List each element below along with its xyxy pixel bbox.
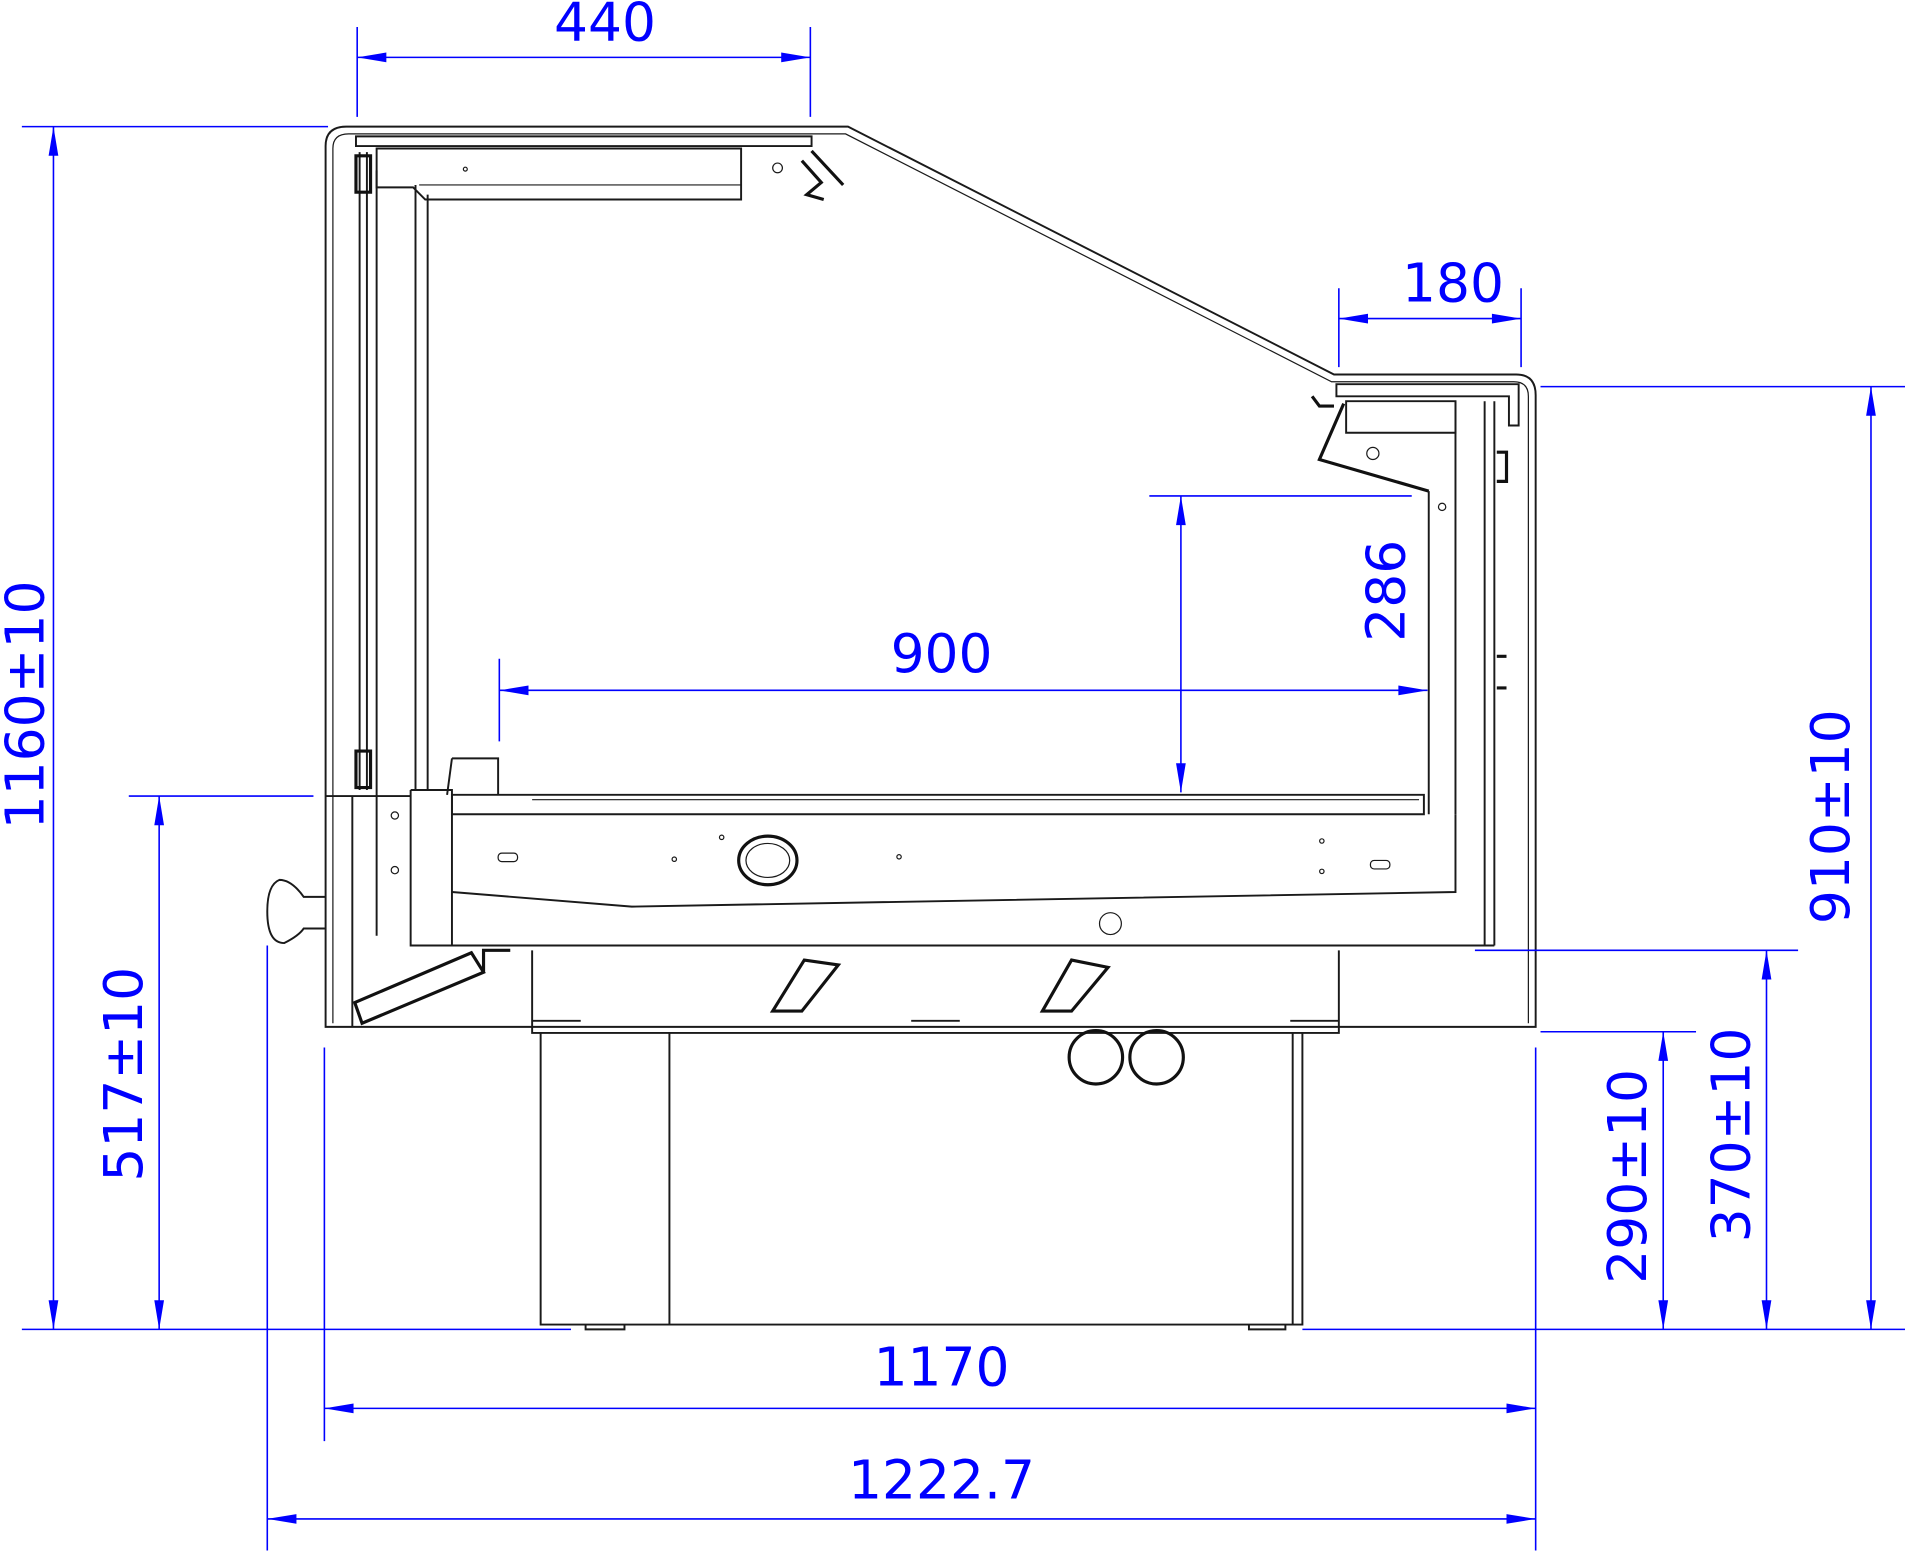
dim-inner-height: 286 <box>1354 540 1417 642</box>
dim-base-top-height: 370±10 <box>1699 1028 1762 1243</box>
dim-total-depth: 1222.7 <box>848 1448 1035 1511</box>
dim-shelf-depth: 900 <box>891 622 993 685</box>
dim-body-depth: 1170 <box>874 1335 1010 1398</box>
dimension-labels: 440 180 286 900 1160±10 517±10 910±10 37… <box>0 0 1862 1511</box>
dim-front-counter-height: 517±10 <box>92 967 155 1182</box>
dim-total-height: 1160±10 <box>0 581 57 830</box>
dim-rear-top-depth: 180 <box>1402 252 1504 315</box>
dimension-lines <box>21 26 1905 1551</box>
dim-rear-height: 910±10 <box>1799 709 1862 924</box>
dim-top-depth: 440 <box>554 0 656 53</box>
display-case-outline <box>266 125 1537 1331</box>
dim-plinth-height: 290±10 <box>1596 1069 1659 1284</box>
